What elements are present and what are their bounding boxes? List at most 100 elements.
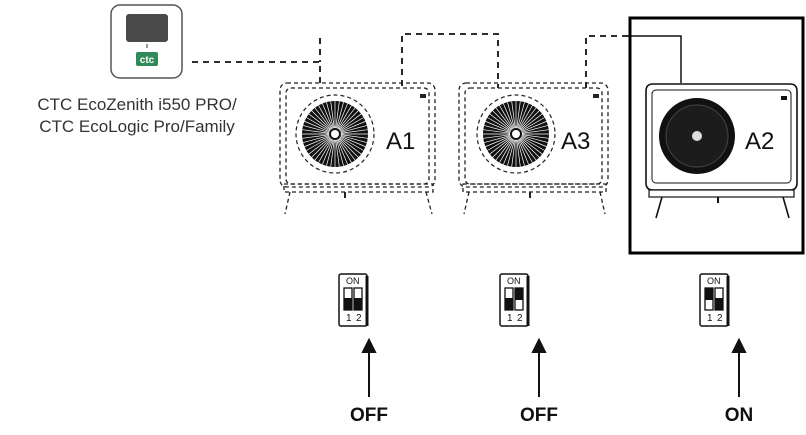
dip-num-1-a3: 1 xyxy=(507,313,513,324)
fan-spoke xyxy=(302,134,330,139)
fan-spoke xyxy=(516,101,521,129)
fan-spoke xyxy=(511,101,516,129)
fan-spoke xyxy=(518,105,533,129)
dip-num-1-a1: 1 xyxy=(346,313,352,324)
arrow-head-a1 xyxy=(361,337,377,353)
fan-spoke xyxy=(484,135,511,143)
fan-spoke xyxy=(485,135,511,147)
solid-bus-line xyxy=(628,35,682,83)
fan-spoke xyxy=(311,110,332,131)
fan-spoke xyxy=(492,110,513,131)
fan-spoke xyxy=(511,139,516,167)
fan-spoke xyxy=(520,113,543,131)
fan-spoke xyxy=(340,134,368,139)
arrows xyxy=(361,337,747,397)
fan-spoke xyxy=(517,139,529,165)
dip-on-label-a3: ON xyxy=(507,276,521,286)
fan-spoke xyxy=(326,139,334,166)
fan-spoke xyxy=(483,129,511,134)
fan-spoke xyxy=(340,117,364,132)
fan-a1 xyxy=(295,94,375,174)
state-label-a1: OFF xyxy=(350,405,388,426)
fan-spoke xyxy=(303,125,330,133)
selected-unit-frame xyxy=(628,16,805,255)
fan-spoke xyxy=(519,138,537,161)
fan-spoke xyxy=(336,139,344,166)
fan-spoke xyxy=(521,125,548,133)
fan-spoke xyxy=(487,136,511,151)
arrow-head-a3 xyxy=(531,337,547,353)
fan-spoke xyxy=(483,134,511,139)
fan-spoke xyxy=(517,139,525,166)
fan-spoke xyxy=(340,121,366,133)
fan-spoke xyxy=(308,113,331,131)
fan-spoke xyxy=(516,139,521,167)
fan-spoke xyxy=(308,137,331,155)
fan-spoke xyxy=(306,117,330,132)
fan-spoke xyxy=(335,139,340,167)
dip-num-2-a1: 2 xyxy=(356,313,362,324)
fan-spoke xyxy=(517,102,525,129)
fan-spoke xyxy=(492,137,513,158)
fan-spoke xyxy=(314,107,332,130)
arrow-head-a2 xyxy=(731,337,747,353)
fan-spoke xyxy=(340,135,366,147)
fan-spoke xyxy=(304,135,330,147)
fan-spoke xyxy=(499,105,514,129)
fan-spoke xyxy=(495,107,513,130)
controller-label-line2: CTC EcoLogic Pro/Family xyxy=(39,117,235,136)
fan-spoke xyxy=(521,129,549,134)
fan-spoke xyxy=(338,138,356,161)
fan-spoke xyxy=(485,121,511,133)
fan-spoke xyxy=(336,139,348,165)
fan-spoke xyxy=(519,137,540,158)
fan-spoke xyxy=(339,137,362,155)
fan-spoke xyxy=(518,139,533,163)
state-label-a3: OFF xyxy=(520,405,558,426)
fan-a2 xyxy=(659,98,735,174)
dip-num-2-a3: 2 xyxy=(517,313,523,324)
fan-spoke xyxy=(519,107,537,130)
unit-label-a1: A1 xyxy=(386,128,416,155)
fan-spoke xyxy=(302,129,330,134)
unit-label-a3: A3 xyxy=(561,128,591,155)
fan-spoke xyxy=(304,121,330,133)
fan-spoke xyxy=(314,138,332,161)
ctc-logo xyxy=(136,52,158,66)
fan-spoke xyxy=(311,137,332,158)
fan-spoke xyxy=(507,139,515,166)
fan-spoke xyxy=(503,103,515,129)
fan-spoke xyxy=(521,136,545,151)
unit-label-a2: A2 xyxy=(745,128,775,155)
fan-spoke xyxy=(521,134,549,139)
heat-pump-a3 xyxy=(458,82,609,215)
fan-spoke xyxy=(339,113,362,131)
dip-switch-a1 xyxy=(338,273,369,327)
dip-num-1-a2: 1 xyxy=(707,313,713,324)
fan-spoke xyxy=(340,135,367,143)
fan-spoke xyxy=(337,139,352,163)
fan-spoke xyxy=(336,103,348,129)
svg-text:ctc: ctc xyxy=(140,55,155,66)
fan-spoke xyxy=(503,139,515,165)
fan-spoke xyxy=(517,103,529,129)
fan-spoke xyxy=(340,129,368,134)
controller-device: ctc xyxy=(110,4,183,79)
fan-a3 xyxy=(476,94,556,174)
fan-spoke xyxy=(330,139,335,167)
fan-spoke xyxy=(499,139,514,163)
state-label-a2: ON xyxy=(724,405,754,426)
dip-num-2-a2: 2 xyxy=(717,313,723,324)
fan-spoke xyxy=(521,117,545,132)
fan-spoke xyxy=(340,125,367,133)
fan-spoke xyxy=(521,121,547,133)
fan-spoke xyxy=(303,135,330,143)
fan-spoke xyxy=(340,136,364,151)
heat-pump-a1 xyxy=(279,82,436,215)
fan-spoke xyxy=(336,102,344,129)
fan-spoke xyxy=(330,101,335,129)
fan-spoke xyxy=(318,105,333,129)
fan-spoke xyxy=(306,136,330,151)
